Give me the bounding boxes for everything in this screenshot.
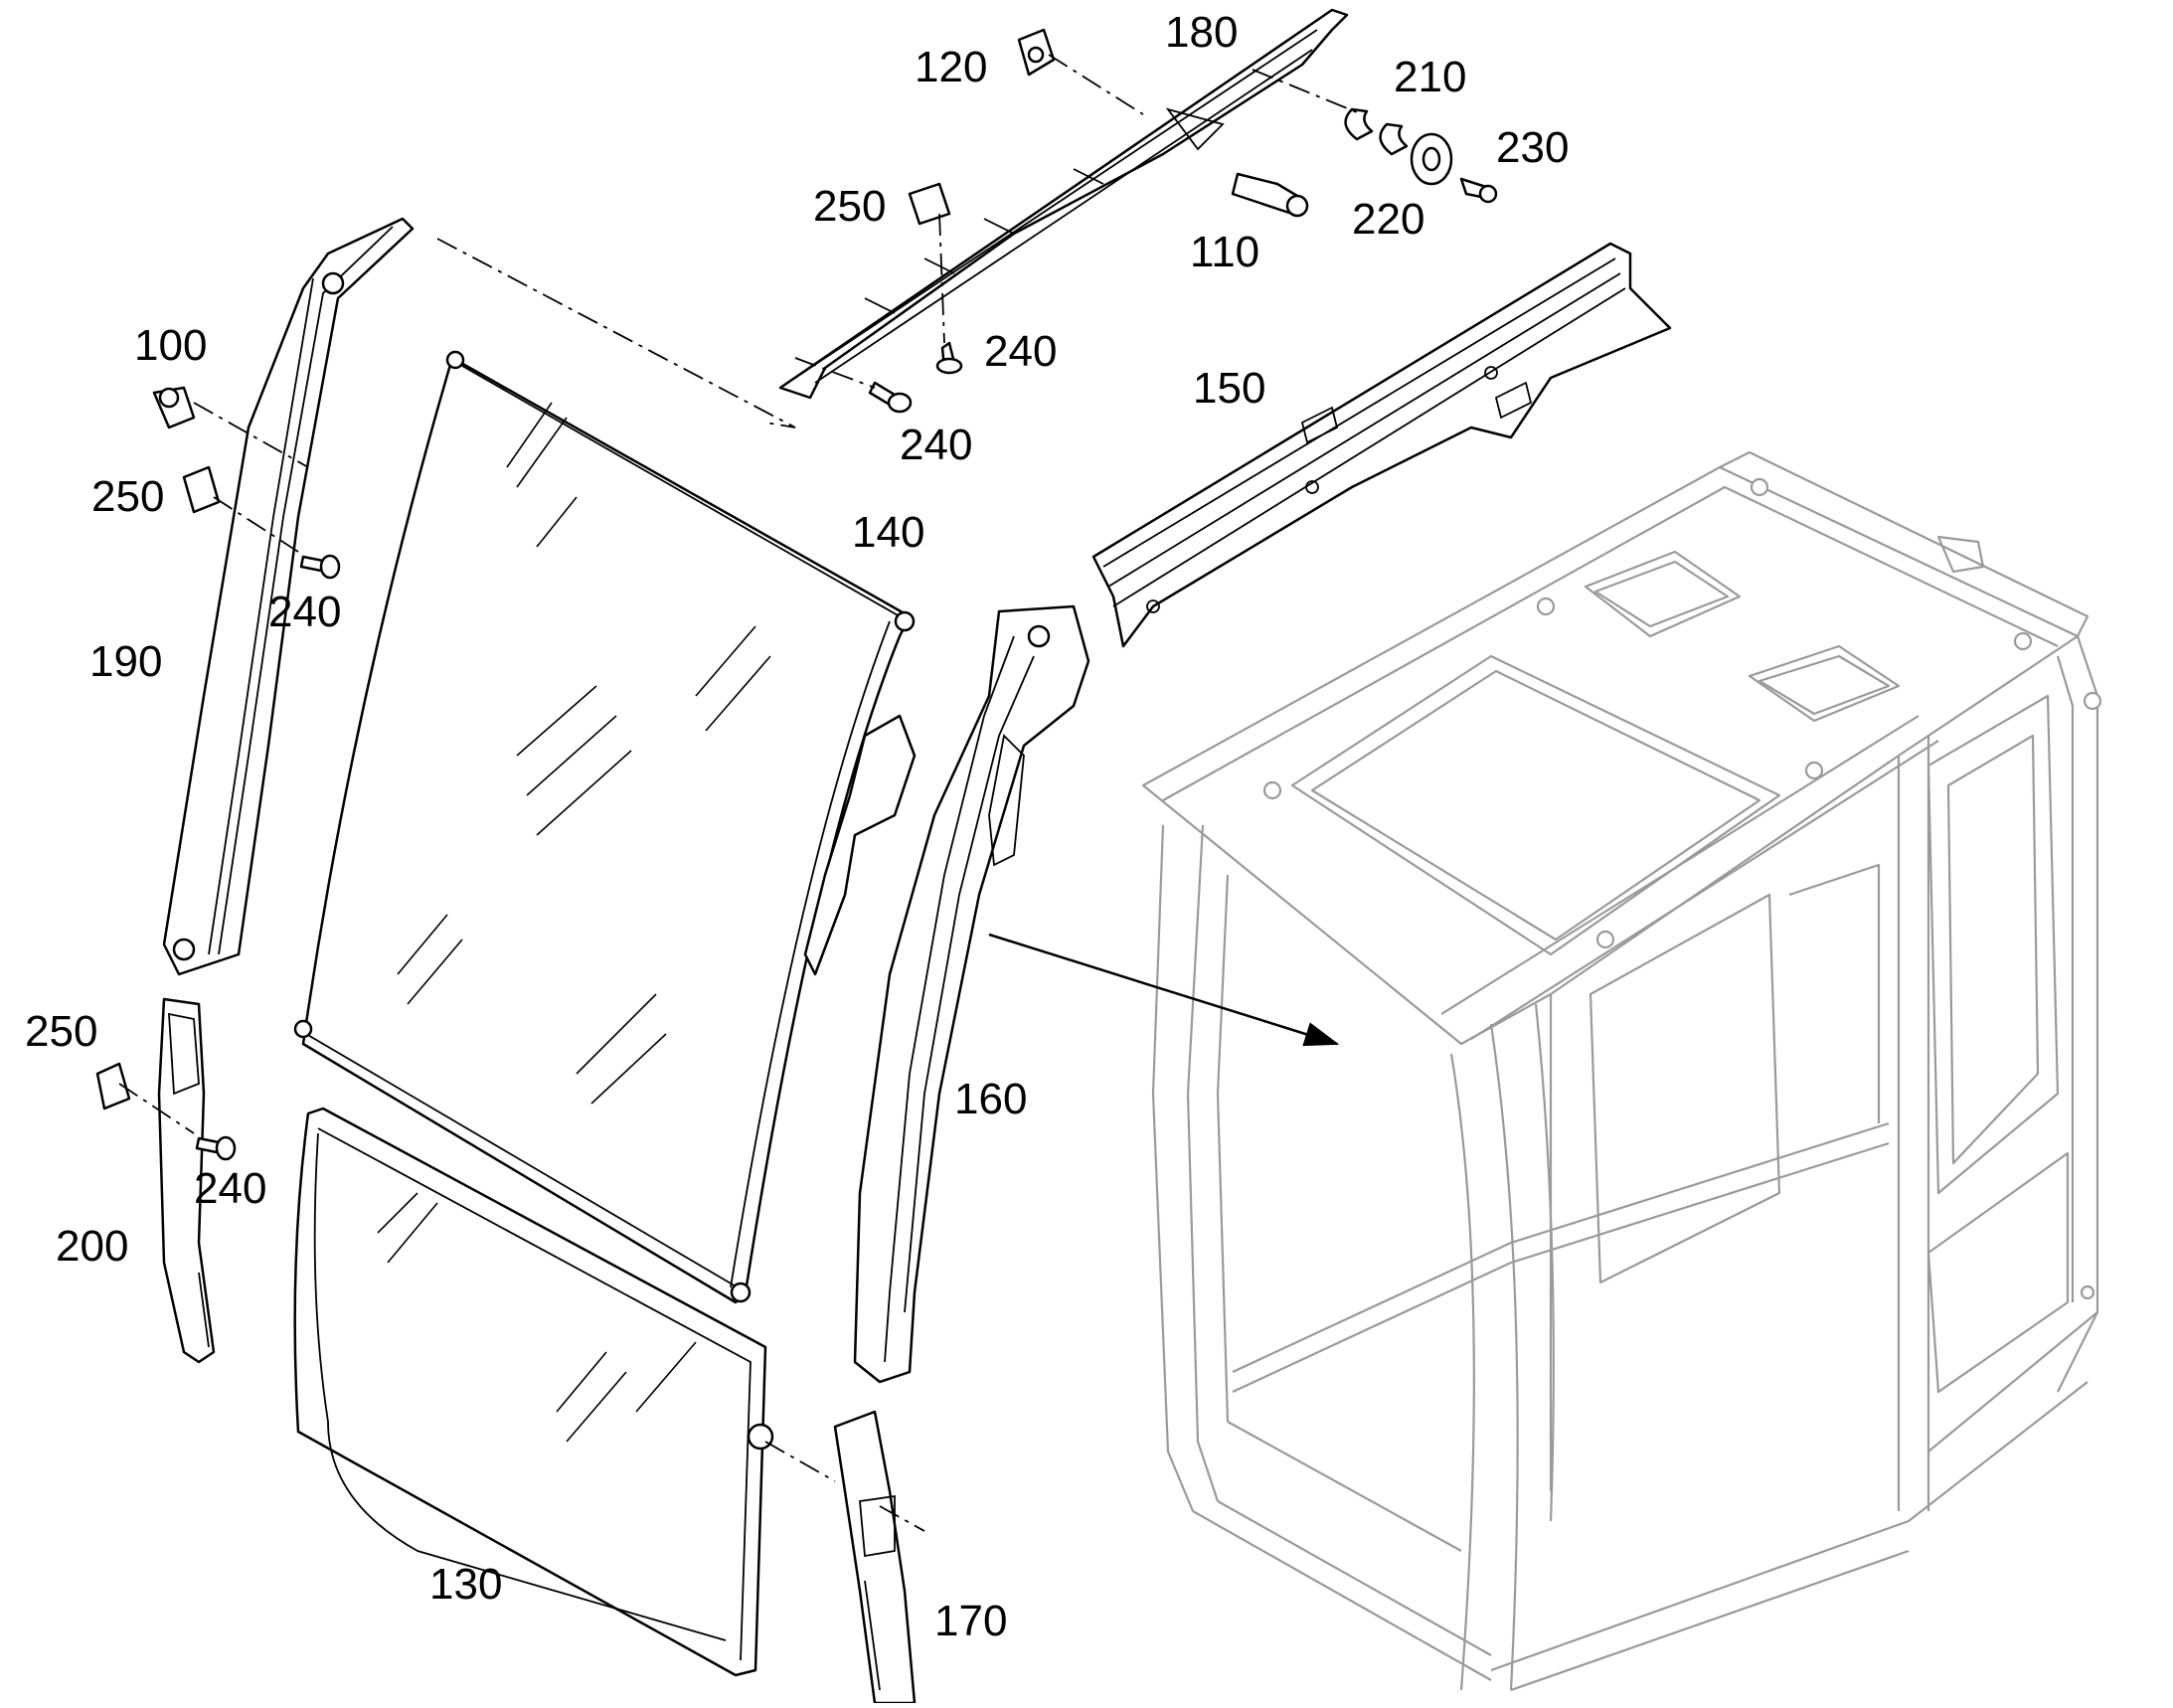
- part-200-left-lower-pillar: [157, 997, 216, 1364]
- callout-250-top: 250: [813, 182, 886, 231]
- part-180-upper-rail: [778, 8, 1349, 400]
- part-240-screw-1: [935, 341, 963, 375]
- callout-240-low: 240: [194, 1164, 266, 1213]
- part-210-washer: [1344, 107, 1409, 156]
- callout-190: 190: [89, 637, 162, 686]
- part-110-stud: [1231, 172, 1309, 218]
- part-240-screw-3: [299, 554, 341, 580]
- callout-180: 180: [1165, 8, 1238, 57]
- part-140-side-bracket: [803, 714, 917, 976]
- callout-240-top-left: 240: [900, 421, 972, 469]
- part-160-right-pillar: [853, 604, 1090, 1384]
- part-240-screw-2: [868, 381, 913, 414]
- part-150-roof-rail: [1091, 242, 1672, 648]
- part-100-stud: [152, 386, 196, 429]
- callout-240-top-right: 240: [984, 327, 1057, 376]
- callout-250-mid: 250: [91, 472, 164, 521]
- callout-250-low: 250: [25, 1007, 97, 1056]
- callout-100: 100: [134, 321, 207, 370]
- part-250-clip-low: [95, 1062, 131, 1110]
- callout-140: 140: [852, 508, 924, 557]
- part-240-screw-4: [195, 1135, 237, 1161]
- callout-220: 220: [1352, 195, 1424, 244]
- callout-130: 130: [429, 1560, 502, 1609]
- part-130-lower-glass: [293, 1107, 774, 1677]
- part-170-right-lower-pillar: [833, 1410, 917, 1705]
- callout-150: 150: [1193, 364, 1265, 413]
- part-230-screw: [1459, 177, 1498, 204]
- part-120-nut: [1017, 28, 1056, 77]
- callout-120: 120: [915, 43, 987, 91]
- part-140-upper-glass: [293, 350, 916, 1304]
- part-220-bushing: [1410, 132, 1453, 186]
- cab-assembly: [1141, 450, 2102, 1692]
- callout-170: 170: [934, 1597, 1007, 1645]
- part-250-clip-mid: [182, 465, 221, 514]
- callout-labels: 100 110 120 130 140 150 160 170 180 190 …: [25, 8, 1569, 1645]
- callout-110: 110: [1190, 228, 1259, 276]
- callout-240-mid: 240: [268, 588, 341, 636]
- part-250-clip-top: [908, 182, 951, 226]
- callout-200: 200: [56, 1222, 128, 1271]
- assembly-arrow: [988, 933, 1340, 1047]
- callout-160: 160: [954, 1075, 1027, 1123]
- assembly-leader-lines: [118, 54, 1363, 1532]
- part-190-left-pillar: [162, 217, 415, 976]
- callout-230: 230: [1496, 123, 1569, 172]
- callout-210: 210: [1394, 53, 1466, 101]
